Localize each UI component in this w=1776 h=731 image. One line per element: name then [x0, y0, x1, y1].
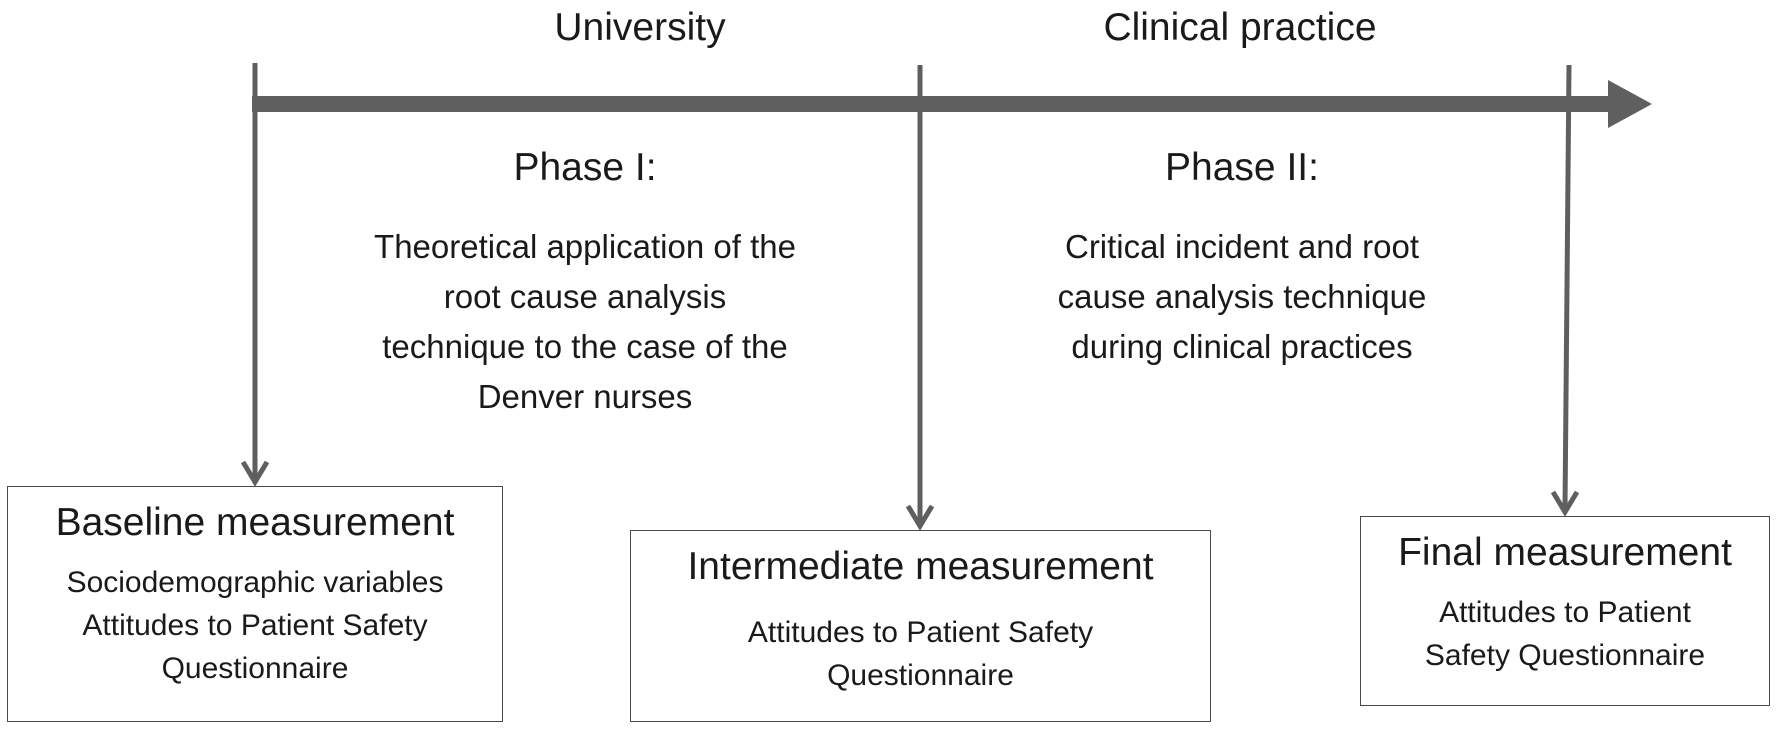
pointer-line: [1562, 64, 1572, 509]
phase-2-description-line: Critical incident and root: [1064, 228, 1419, 265]
intermediate-measurement-line: Attitudes to Patient Safety: [747, 616, 1094, 649]
baseline-measurement-title: Baseline measurement: [55, 501, 455, 544]
phase-1-description-line: Theoretical application of the: [374, 228, 796, 265]
timeline-arrow: [252, 80, 1652, 128]
intermediate-measurement-line: Questionnaire: [827, 659, 1014, 692]
pointer-head: [240, 460, 270, 487]
baseline-measurement-line: Attitudes to Patient Safety: [82, 609, 428, 642]
intermediate-measurement-details: Attitudes to Patient Safety Questionnair…: [631, 611, 1210, 697]
measurement-pointer-baseline: [240, 63, 270, 487]
timeline-arrowhead: [1608, 80, 1652, 128]
final-measurement-line: Safety Questionnaire: [1424, 639, 1706, 672]
final-measurement-line: Attitudes to Patient: [1439, 596, 1691, 629]
phase-2-description-line: cause analysis technique: [1057, 278, 1427, 315]
phase-1-description-line: root cause analysis: [443, 278, 727, 315]
final-measurement-box: Final measurement Attitudes to Patient S…: [1360, 516, 1770, 706]
period-label-clinical-practice: Clinical practice: [1103, 6, 1377, 49]
phase-2-description: Critical incident and root cause analysi…: [1002, 222, 1482, 372]
measurement-pointer-intermediate: [905, 65, 935, 531]
phase-1-description: Theoretical application of the root caus…: [305, 222, 865, 422]
baseline-measurement-details: Sociodemographic variables Attitudes to …: [8, 561, 502, 690]
final-measurement-title: Final measurement: [1398, 531, 1732, 574]
phase-2-description-line: during clinical practices: [1071, 328, 1413, 365]
baseline-measurement-line: Questionnaire: [161, 652, 349, 685]
baseline-measurement-line: Sociodemographic variables: [66, 566, 444, 599]
intermediate-measurement-box: Intermediate measurement Attitudes to Pa…: [630, 530, 1211, 722]
phase-1-title: Phase I:: [513, 146, 657, 189]
phase-1-description-line: technique to the case of the: [382, 328, 788, 365]
measurement-pointer-final: [1550, 64, 1580, 517]
pointer-head: [1550, 490, 1580, 517]
phase-2-title: Phase II:: [1165, 146, 1319, 189]
final-measurement-details: Attitudes to Patient Safety Questionnair…: [1361, 591, 1769, 677]
pointer-head: [905, 504, 935, 531]
intermediate-measurement-title: Intermediate measurement: [687, 545, 1154, 588]
phase-1-description-line: Denver nurses: [477, 378, 693, 415]
period-label-university: University: [554, 6, 726, 49]
baseline-measurement-box: Baseline measurement Sociodemographic va…: [7, 486, 503, 722]
